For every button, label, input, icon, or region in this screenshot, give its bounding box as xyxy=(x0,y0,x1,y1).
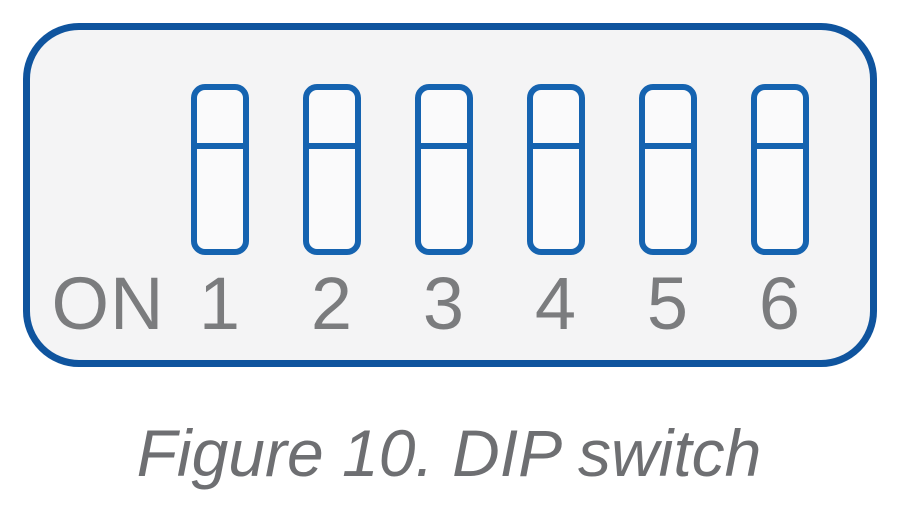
dip-switch-toggle-4 xyxy=(527,84,585,255)
switch-column-2: 2 xyxy=(276,84,388,347)
switch-number-label-4: 4 xyxy=(534,262,578,345)
dip-switch-toggle-3 xyxy=(415,84,473,255)
dip-switch-toggle-5 xyxy=(639,84,697,255)
switch-placeholder xyxy=(79,84,137,255)
switch-handle-icon xyxy=(533,90,579,149)
switch-column-1: 1 xyxy=(164,84,276,347)
switch-number-label-3: 3 xyxy=(422,262,466,345)
switch-handle-icon xyxy=(309,90,355,149)
switch-number-label-1: 1 xyxy=(198,262,242,345)
switch-column-5: 5 xyxy=(612,84,724,347)
switch-column-6: 6 xyxy=(724,84,836,347)
switch-handle-icon xyxy=(645,90,691,149)
on-label: ON xyxy=(51,262,165,345)
dip-switch-toggle-1 xyxy=(191,84,249,255)
dip-switch-panel: ON 1 2 3 xyxy=(23,23,877,367)
figure-caption: Figure 10. DIP switch xyxy=(136,416,762,490)
switch-column-4: 4 xyxy=(500,84,612,347)
switch-number-label-5: 5 xyxy=(646,262,690,345)
dip-switch-toggle-6 xyxy=(751,84,809,255)
switch-number-label-2: 2 xyxy=(310,262,354,345)
switch-handle-icon xyxy=(757,90,803,149)
switch-columns: ON 1 2 3 xyxy=(52,84,836,347)
dip-switch-toggle-2 xyxy=(303,84,361,255)
switch-number-label-6: 6 xyxy=(758,262,802,345)
switch-column-3: 3 xyxy=(388,84,500,347)
switch-handle-icon xyxy=(421,90,467,149)
on-label-column: ON xyxy=(52,84,164,347)
switch-handle-icon xyxy=(197,90,243,149)
